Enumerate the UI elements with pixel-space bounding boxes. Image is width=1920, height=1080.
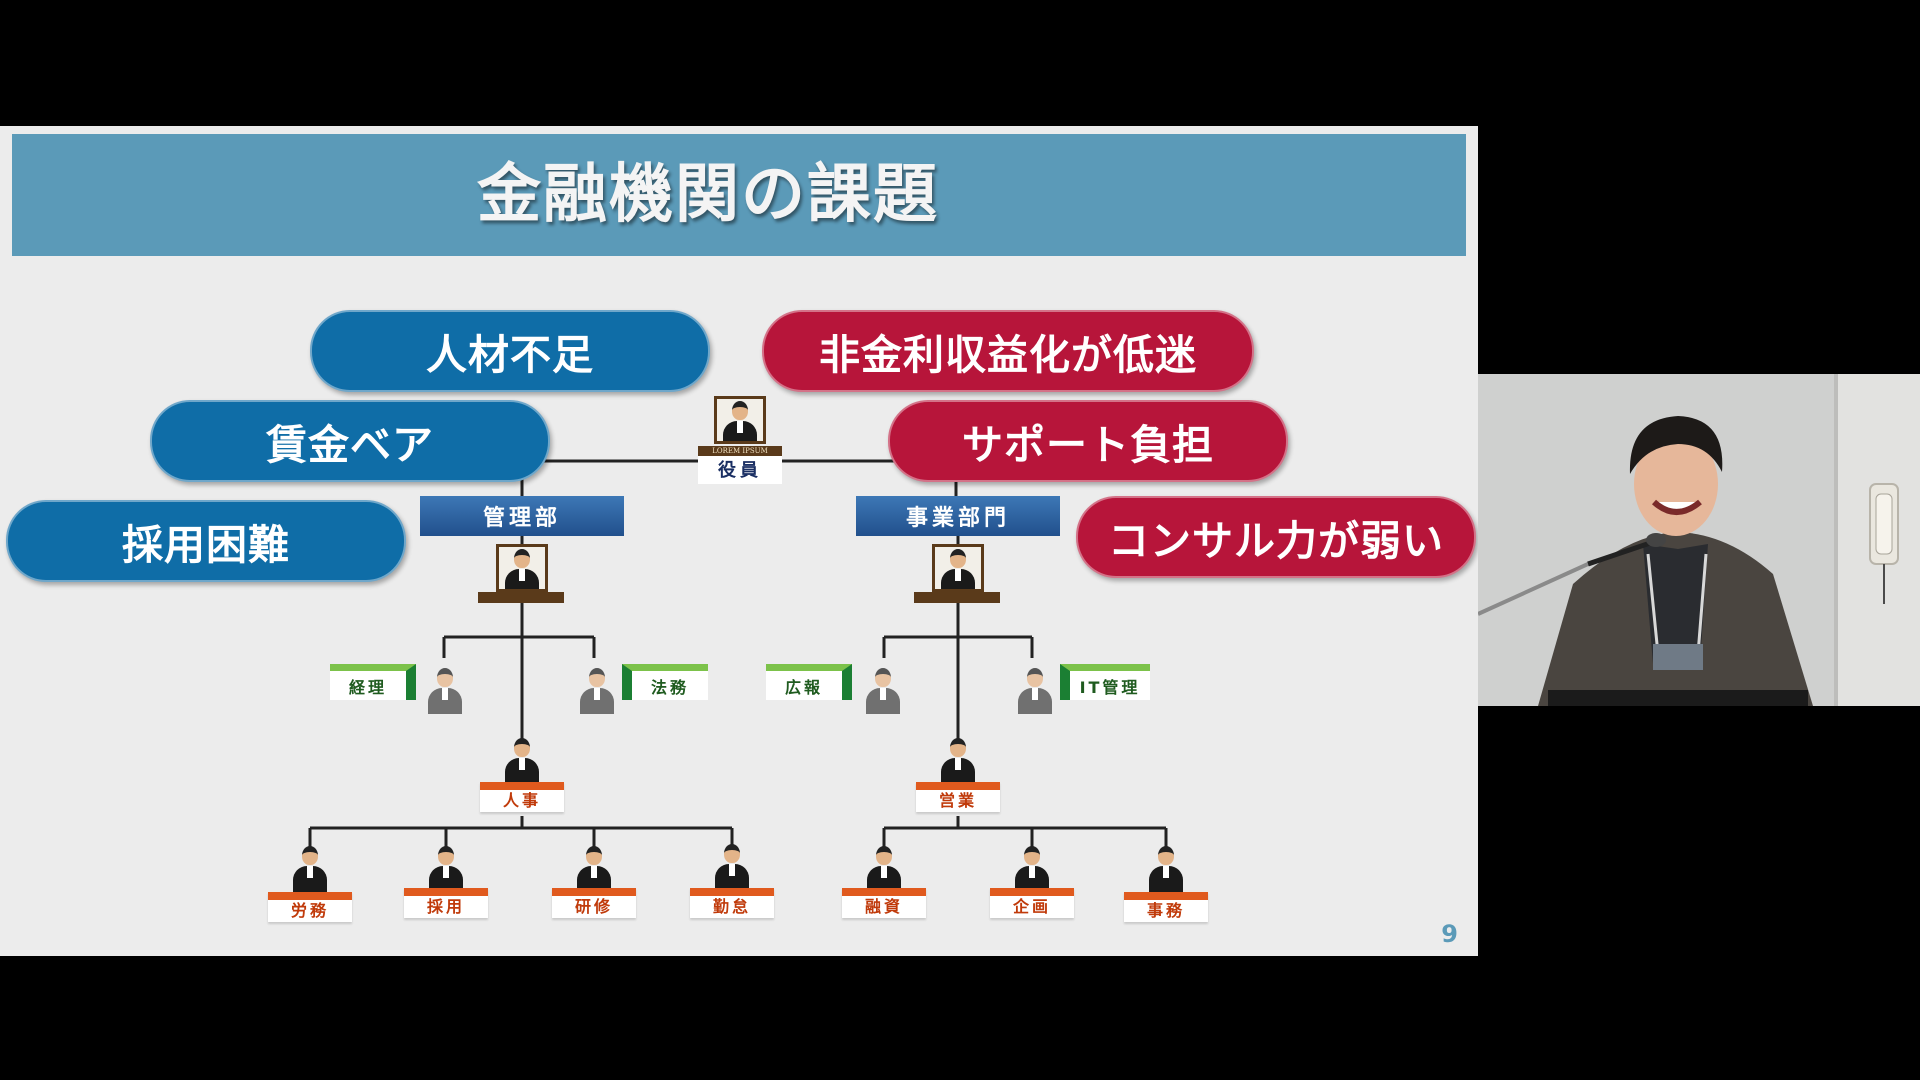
member-plate-attendance: 勤怠 bbox=[690, 888, 774, 918]
microphone-icon bbox=[1478, 533, 1666, 616]
member-icon bbox=[713, 844, 751, 890]
member-icon bbox=[575, 846, 613, 892]
subhead-icon bbox=[503, 738, 541, 784]
page-number: 9 bbox=[1441, 920, 1458, 948]
wall-phone-icon bbox=[1869, 483, 1899, 604]
issue-weak-consulting: コンサル力が弱い bbox=[1076, 496, 1476, 578]
dept-management: 管理部 bbox=[420, 496, 624, 536]
staff-icon bbox=[578, 668, 616, 714]
member-plate-admin: 事務 bbox=[1124, 892, 1208, 922]
subhead-plate-sales: 営業 bbox=[916, 782, 1000, 812]
org-chart-connectors bbox=[308, 459, 1168, 848]
issue-support-burden: サポート負担 bbox=[888, 400, 1288, 482]
issue-wage-increase: 賃金ベア bbox=[150, 400, 550, 482]
member-icon bbox=[865, 846, 903, 892]
issue-hiring-difficulty: 採用困難 bbox=[6, 500, 406, 582]
staff-label-pr: 広報 bbox=[766, 664, 852, 700]
staff-icon bbox=[864, 668, 902, 714]
staff-label-accounting: 経理 bbox=[330, 664, 416, 700]
member-icon bbox=[291, 846, 329, 892]
manager-icon bbox=[503, 549, 541, 589]
executive-portrait bbox=[714, 396, 766, 444]
staff-icon bbox=[426, 668, 464, 714]
member-plate-planning: 企画 bbox=[990, 888, 1074, 918]
member-icon bbox=[1147, 846, 1185, 892]
manager-desk bbox=[914, 592, 1000, 603]
executive-nameplate: LOREM IPSUM 役員 bbox=[698, 446, 782, 484]
member-icon bbox=[427, 846, 465, 892]
dept-business-head-portrait bbox=[932, 544, 984, 592]
issue-non-interest-income: 非金利収益化が低迷 bbox=[762, 310, 1254, 392]
slide-title: 金融機関の課題 bbox=[477, 158, 939, 232]
issue-staff-shortage: 人材不足 bbox=[310, 310, 710, 392]
executive-label: 役員 bbox=[718, 460, 762, 481]
staff-icon bbox=[1016, 668, 1054, 714]
manager-desk bbox=[478, 592, 564, 603]
staff-label-legal: 法務 bbox=[622, 664, 708, 700]
dept-management-head-portrait bbox=[496, 544, 548, 592]
staff-label-it: IT管理 bbox=[1060, 664, 1150, 700]
subhead-plate-hr: 人事 bbox=[480, 782, 564, 812]
member-plate-recruiting: 採用 bbox=[404, 888, 488, 918]
manager-icon bbox=[939, 549, 977, 589]
subhead-icon bbox=[939, 738, 977, 784]
executive-plate-text: LOREM IPSUM bbox=[698, 446, 782, 456]
dept-business: 事業部門 bbox=[856, 496, 1060, 536]
title-bar: 金融機関の課題 bbox=[12, 134, 1466, 256]
member-plate-training: 研修 bbox=[552, 888, 636, 918]
member-plate-lending: 融資 bbox=[842, 888, 926, 918]
presenter-video-frame bbox=[1478, 374, 1920, 706]
presenter-video bbox=[1478, 374, 1920, 706]
member-plate-labor: 労務 bbox=[268, 892, 352, 922]
member-icon bbox=[1013, 846, 1051, 892]
presentation-slide: 金融機関の課題 bbox=[0, 126, 1478, 956]
executive-icon bbox=[721, 401, 759, 441]
